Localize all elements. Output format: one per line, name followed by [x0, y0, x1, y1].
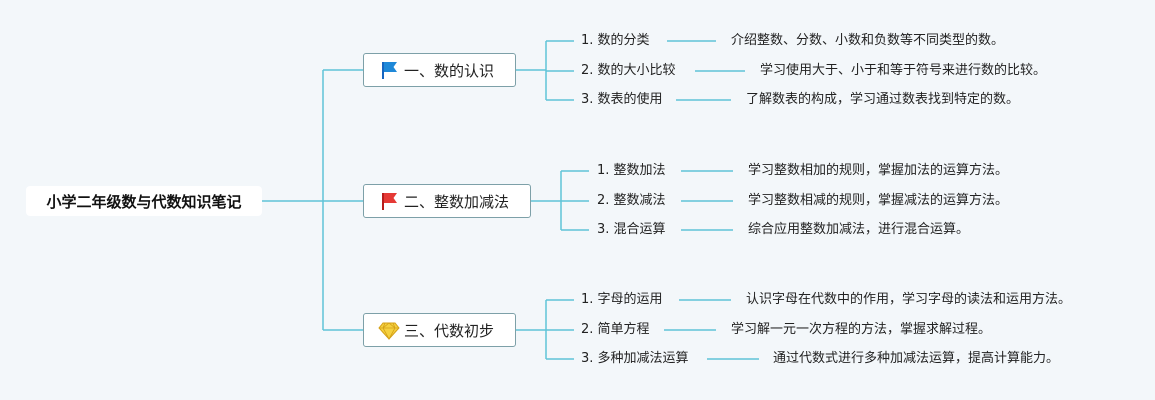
branch-label: 二、整数加减法: [404, 192, 510, 211]
leaf-title[interactable]: 1. 整数加法: [597, 163, 666, 178]
leaf-title[interactable]: 1. 数的分类: [581, 33, 650, 48]
leaf-title[interactable]: 2. 简单方程: [581, 322, 650, 337]
blue-flag-icon: [378, 59, 400, 81]
leaf-description: 了解数表的构成，学习通过数表找到特定的数。: [746, 92, 1020, 107]
leaf-description: 认识字母在代数中的作用，学习字母的读法和运用方法。: [746, 292, 1072, 307]
leaf-description: 综合应用整数加减法，进行混合运算。: [748, 222, 970, 237]
leaf-title[interactable]: 2. 数的大小比较: [581, 63, 676, 78]
leaf-title[interactable]: 2. 整数减法: [597, 193, 666, 208]
root-title: 小学二年级数与代数知识笔记: [46, 192, 242, 211]
leaf-title[interactable]: 1. 字母的运用: [581, 292, 663, 307]
branch-label: 三、代数初步: [404, 321, 495, 340]
branch-label: 一、数的认识: [404, 61, 495, 80]
leaf-description: 学习解一元一次方程的方法，掌握求解过程。: [731, 322, 992, 337]
root-node[interactable]: 小学二年级数与代数知识笔记: [26, 186, 262, 216]
leaf-description: 介绍整数、分数、小数和负数等不同类型的数。: [731, 33, 1005, 48]
leaf-description: 学习整数相加的规则，掌握加法的运算方法。: [748, 163, 1009, 178]
leaf-description: 学习整数相减的规则，掌握减法的运算方法。: [748, 193, 1009, 208]
branch-number-recognition[interactable]: 一、数的认识: [363, 53, 516, 87]
leaf-title[interactable]: 3. 混合运算: [597, 222, 666, 237]
red-flag-icon: [378, 190, 400, 212]
leaf-description: 通过代数式进行多种加减法运算，提高计算能力。: [773, 351, 1060, 366]
branch-algebra-basics[interactable]: 三、代数初步: [363, 313, 516, 347]
leaf-title[interactable]: 3. 多种加减法运算: [581, 351, 689, 366]
leaf-description: 学习使用大于、小于和等于符号来进行数的比较。: [760, 63, 1047, 78]
diamond-icon: [378, 319, 400, 341]
branch-integer-add-subtract[interactable]: 二、整数加减法: [363, 184, 531, 218]
leaf-title[interactable]: 3. 数表的使用: [581, 92, 663, 107]
